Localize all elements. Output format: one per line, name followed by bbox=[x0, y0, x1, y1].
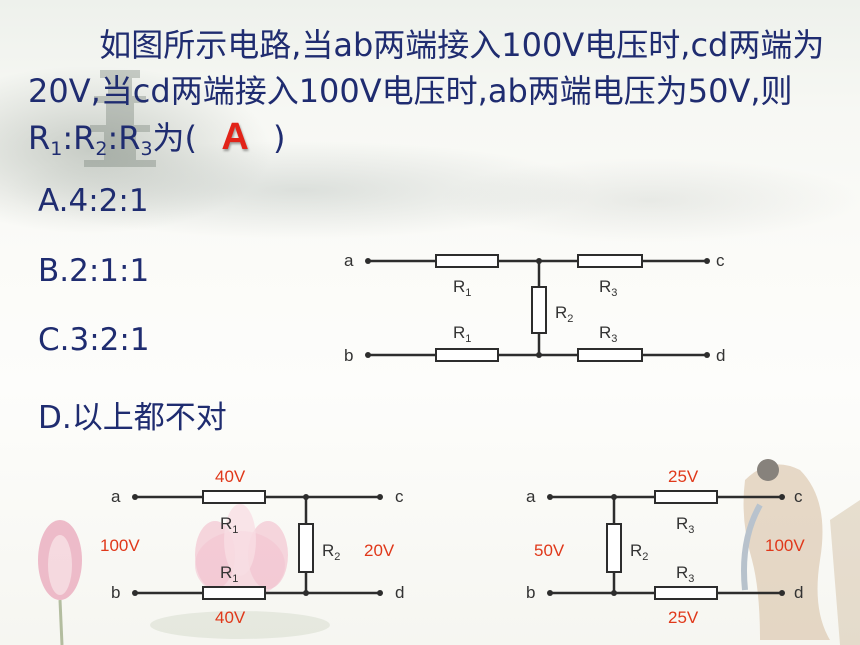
option-a: A.4:2:1 bbox=[38, 183, 149, 219]
left-label-b: b bbox=[111, 583, 120, 602]
option-c: C.3:2:1 bbox=[38, 322, 150, 358]
label-r2: R2 bbox=[555, 303, 573, 325]
right-label-r3-bottom: R3 bbox=[676, 563, 694, 585]
lotus-image bbox=[38, 504, 330, 645]
question-text: 如图所示电路,当ab两端接入100V电压时,cd两端为20V,当cd两端接入10… bbox=[28, 22, 840, 161]
right-voltage-top: 25V bbox=[668, 467, 699, 486]
left-voltage-input: 100V bbox=[100, 536, 140, 555]
right-voltage-output: 50V bbox=[534, 541, 565, 560]
left-resistor-r1-top bbox=[202, 490, 266, 504]
question-sep2: :R bbox=[107, 119, 141, 157]
label-r1-top: R1 bbox=[453, 277, 471, 299]
sub-r1: 1 bbox=[50, 138, 63, 160]
label-r3-top: R3 bbox=[599, 277, 617, 299]
left-voltage-output: 20V bbox=[364, 541, 395, 560]
label-r3-bottom: R3 bbox=[599, 323, 617, 345]
question-text-part2: 为( bbox=[152, 119, 198, 157]
terminal-b bbox=[365, 352, 371, 358]
resistor-r2 bbox=[531, 286, 547, 334]
label-a: a bbox=[344, 251, 354, 270]
sub-r2: 2 bbox=[95, 138, 108, 160]
label-d: d bbox=[716, 346, 725, 365]
question-text-close: ) bbox=[273, 119, 286, 157]
right-voltage-input: 100V bbox=[765, 536, 805, 555]
terminal-c bbox=[704, 258, 710, 264]
label-b: b bbox=[344, 346, 353, 365]
junction-bottom bbox=[536, 352, 542, 358]
question-sep1: :R bbox=[62, 119, 96, 157]
resistor-r1-top bbox=[435, 254, 499, 268]
terminal-a bbox=[365, 258, 371, 264]
left-voltage-bottom: 40V bbox=[215, 608, 246, 627]
resistor-r3-top bbox=[577, 254, 643, 268]
right-label-r3-top: R3 bbox=[676, 514, 694, 536]
left-resistor-r2 bbox=[298, 523, 314, 573]
left-label-a: a bbox=[111, 487, 121, 506]
sub-r3: 3 bbox=[140, 138, 153, 160]
left-label-c: c bbox=[395, 487, 404, 506]
resistor-r3-bottom bbox=[577, 348, 643, 362]
right-label-d: d bbox=[794, 583, 803, 602]
junction-top bbox=[536, 258, 542, 264]
figure-painting-image bbox=[741, 459, 860, 645]
left-label-d: d bbox=[395, 583, 404, 602]
option-d: D.以上都不对 bbox=[38, 400, 227, 436]
left-resistor-r1-bottom bbox=[202, 586, 266, 600]
right-resistor-r3-top bbox=[654, 490, 718, 504]
right-voltage-bottom: 25V bbox=[668, 608, 699, 627]
right-label-b: b bbox=[526, 583, 535, 602]
question-text-part1: 如图所示电路,当ab两端接入100V电压时,cd两端为20V,当cd两端接入10… bbox=[28, 26, 825, 157]
label-c: c bbox=[716, 251, 725, 270]
left-voltage-top: 40V bbox=[215, 467, 246, 486]
left-label-r1-top: R1 bbox=[220, 514, 238, 536]
pagoda-image bbox=[84, 70, 156, 167]
resistor-r1-bottom bbox=[435, 348, 499, 362]
right-resistor-r3-bottom bbox=[654, 586, 718, 600]
left-label-r2: R2 bbox=[322, 541, 340, 563]
right-resistor-r2 bbox=[606, 523, 622, 573]
right-label-a: a bbox=[526, 487, 536, 506]
right-label-r2: R2 bbox=[630, 541, 648, 563]
answer-mark: A bbox=[221, 116, 249, 158]
left-label-r1-bottom: R1 bbox=[220, 563, 238, 585]
terminal-d bbox=[704, 352, 710, 358]
background-mist bbox=[0, 0, 860, 260]
right-label-c: c bbox=[794, 487, 803, 506]
label-r1-bottom: R1 bbox=[453, 323, 471, 345]
option-b: B.2:1:1 bbox=[38, 253, 150, 289]
